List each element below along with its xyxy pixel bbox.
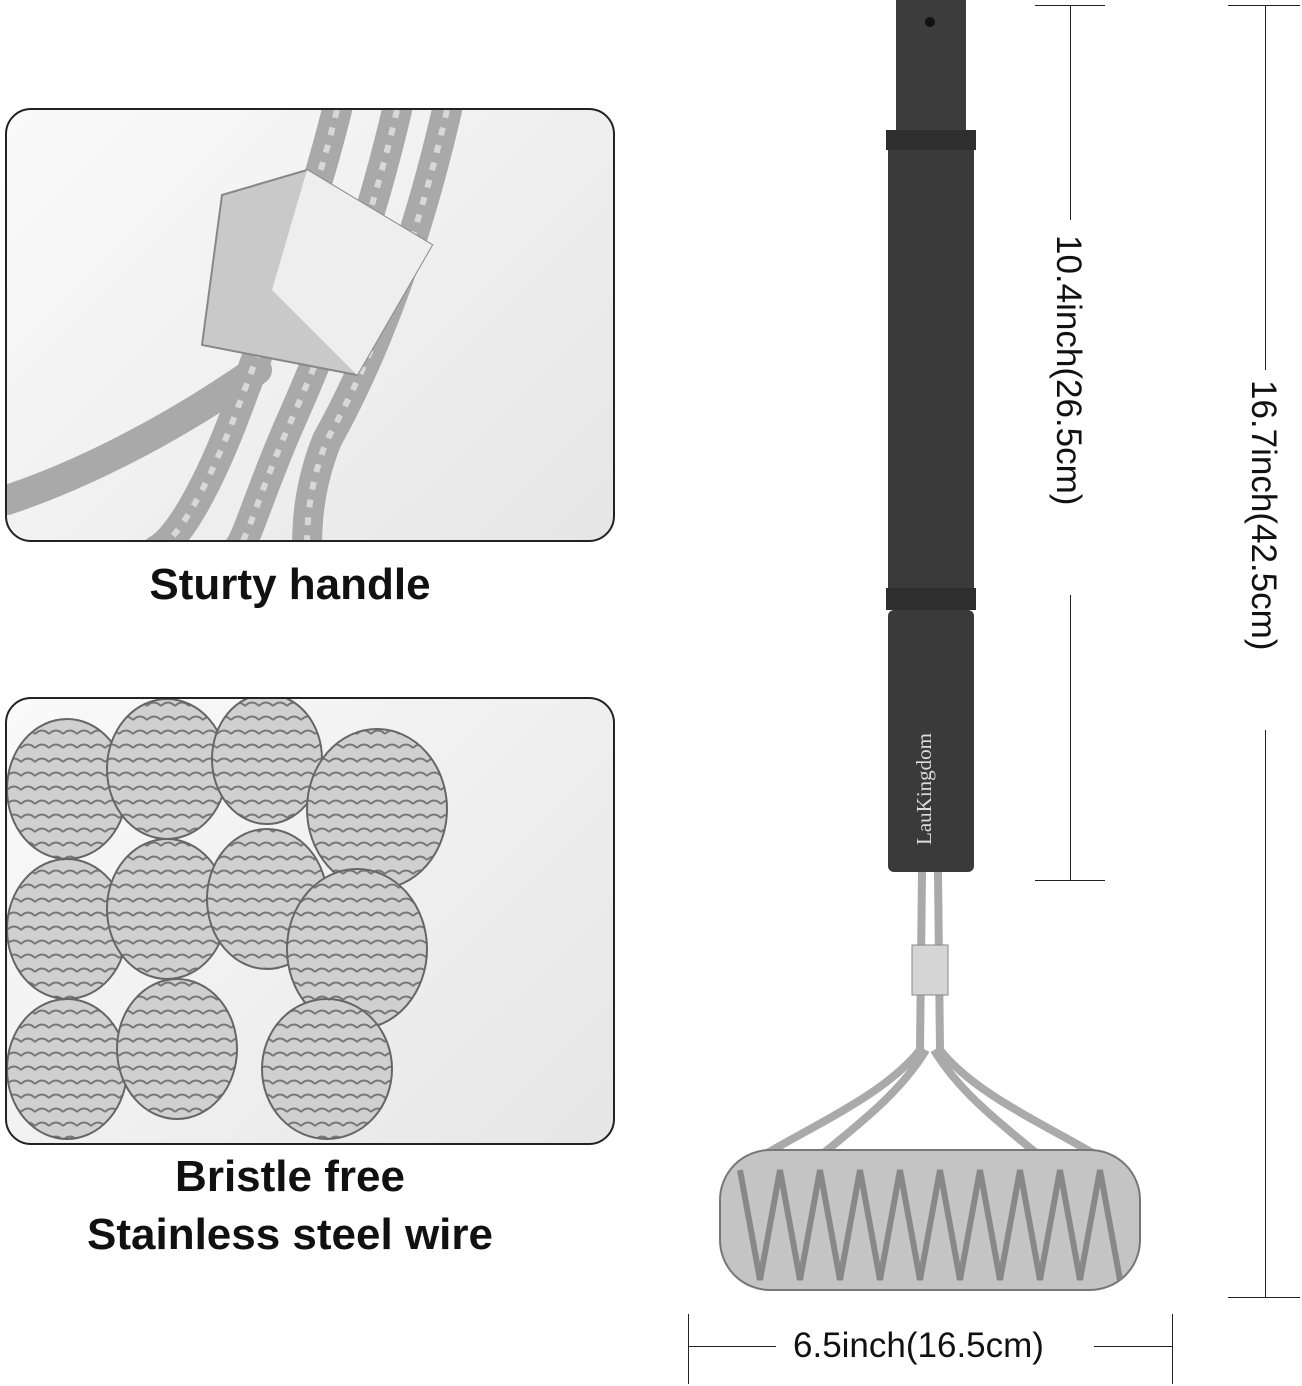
dim-line xyxy=(1070,595,1071,880)
brand-logo: LauKingdom xyxy=(912,733,936,845)
bristle-caption-line1: Bristle free xyxy=(175,1152,405,1201)
bristle-caption-line2: Stainless steel wire xyxy=(87,1210,493,1259)
total-length-label: 16.7inch(42.5cm) xyxy=(1244,380,1283,651)
dim-tick xyxy=(1172,1314,1173,1384)
handle-length-label: 10.4inch(26.5cm) xyxy=(1049,235,1088,506)
handle-caption: Sturty handle xyxy=(149,560,431,609)
dim-line xyxy=(1070,5,1071,220)
coil-spring-image xyxy=(7,699,448,1140)
dim-line xyxy=(1265,730,1266,1297)
dim-tick xyxy=(1035,880,1105,881)
handle-closeup-panel xyxy=(5,108,615,542)
twisted-wire-handle-image xyxy=(7,110,462,540)
bristle-closeup-panel xyxy=(5,697,615,1145)
dim-tick xyxy=(1228,5,1300,6)
dim-tick xyxy=(688,1314,689,1384)
dim-line xyxy=(1265,5,1266,370)
dim-line xyxy=(1094,1346,1173,1347)
dim-line xyxy=(688,1346,776,1347)
dim-tick xyxy=(1228,1297,1300,1298)
grill-brush-image xyxy=(719,0,1141,1291)
head-width-label: 6.5inch(16.5cm) xyxy=(793,1326,1044,1365)
